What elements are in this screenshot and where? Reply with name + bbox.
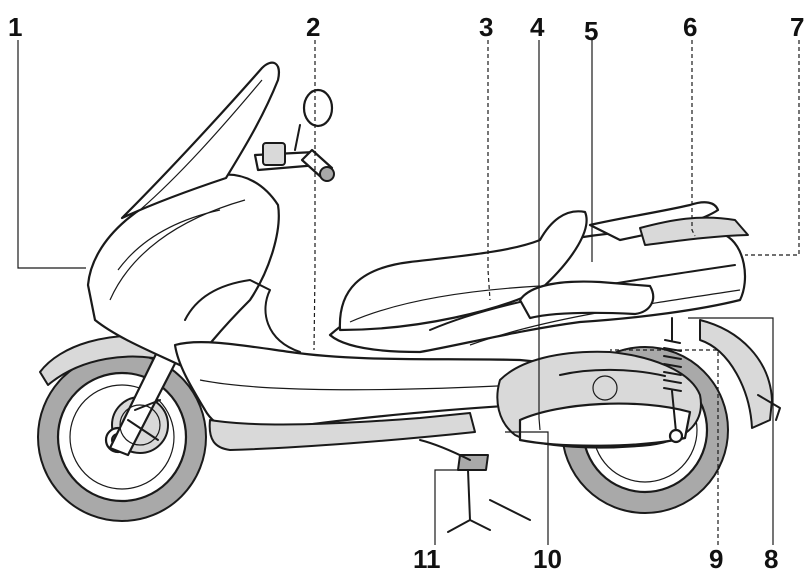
callout-8: 8 — [764, 544, 779, 574]
callout-4: 4 — [530, 12, 545, 42]
leader-lines — [17, 40, 800, 545]
callout-5: 5 — [584, 16, 599, 46]
callout-9: 9 — [709, 544, 724, 574]
callout-11: 11 — [413, 544, 441, 574]
callout-7: 7 — [790, 12, 805, 42]
callout-10: 10 — [533, 544, 562, 574]
callout-2: 2 — [306, 12, 321, 42]
callout-6: 6 — [683, 12, 698, 42]
rear-fender — [699, 319, 773, 429]
mirror — [302, 88, 334, 128]
seat — [338, 210, 588, 332]
center-stand — [447, 469, 531, 533]
windscreen — [120, 61, 280, 220]
callout-1: 1 — [8, 12, 23, 42]
callout-3: 3 — [479, 12, 494, 42]
muffler — [518, 280, 655, 320]
